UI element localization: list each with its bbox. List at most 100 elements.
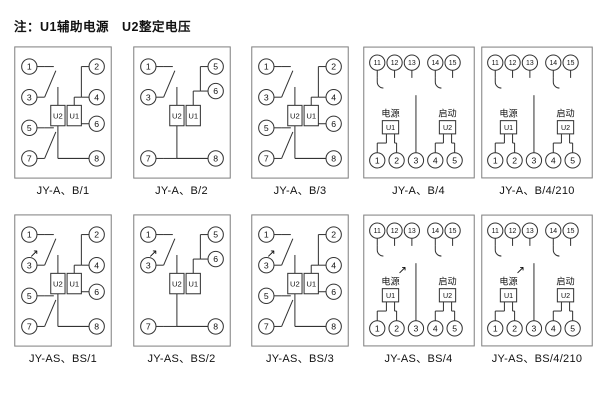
svg-text:U2: U2 — [172, 111, 182, 120]
power-label: 电源 — [499, 108, 517, 119]
wire — [162, 70, 175, 98]
u1-box: U1 — [381, 288, 399, 303]
terminal-5: 5 — [445, 320, 463, 337]
terminal-7: 7 — [258, 150, 275, 167]
u1-box: U1 — [303, 104, 319, 127]
svg-text:11: 11 — [373, 228, 380, 235]
svg-text:7: 7 — [264, 322, 269, 332]
u2-box: U2 — [168, 104, 185, 127]
svg-text:4: 4 — [432, 155, 437, 165]
contact-hook — [552, 77, 560, 89]
svg-text:6: 6 — [331, 287, 336, 297]
terminal-2: 2 — [506, 152, 523, 169]
terminal-15: 15 — [562, 222, 579, 239]
terminal-1: 1 — [368, 320, 385, 337]
u2-box: U2 — [168, 272, 185, 295]
u1-box: U1 — [185, 272, 201, 295]
terminal-14: 14 — [545, 222, 562, 239]
svg-text:8: 8 — [94, 322, 99, 332]
power-label: 电源 — [381, 276, 399, 287]
svg-text:6: 6 — [213, 254, 218, 264]
svg-text:8: 8 — [331, 154, 336, 164]
terminal-7: 7 — [258, 318, 275, 335]
terminal-8: 8 — [207, 150, 224, 167]
terminal-4: 4 — [325, 89, 342, 106]
terminal-1: 1 — [21, 58, 38, 75]
svg-text:12: 12 — [390, 228, 398, 235]
svg-text:8: 8 — [331, 322, 336, 332]
terminal-3: 3 — [139, 89, 156, 106]
svg-text:U1: U1 — [188, 111, 198, 120]
svg-text:U1: U1 — [188, 279, 198, 288]
start-label: 启动 — [556, 108, 574, 119]
manual-reset-arrow-icon: ↗ — [266, 248, 275, 260]
power-label: 电源 — [381, 108, 399, 119]
svg-text:1: 1 — [145, 62, 150, 72]
u1-box: U1 — [499, 288, 518, 303]
svg-text:5: 5 — [264, 291, 269, 301]
svg-text:15: 15 — [567, 228, 575, 235]
terminal-8: 8 — [88, 318, 105, 335]
terminal-8: 8 — [325, 150, 342, 167]
terminal-6: 6 — [207, 82, 224, 100]
diagram-label: JY-A、B/4 — [392, 185, 445, 197]
wire — [44, 131, 57, 159]
terminal-11: 11 — [487, 222, 504, 239]
svg-text:2: 2 — [331, 62, 336, 72]
terminal-11: 11 — [368, 54, 385, 71]
svg-text:11: 11 — [492, 60, 499, 67]
diagram-label: JY-A、B/3 — [273, 185, 327, 197]
svg-text:3: 3 — [145, 260, 150, 270]
svg-text:U2: U2 — [442, 124, 451, 132]
svg-text:6: 6 — [94, 287, 99, 297]
terminal-4: 4 — [426, 152, 443, 169]
svg-text:5: 5 — [27, 291, 32, 301]
svg-text:4: 4 — [331, 260, 336, 270]
terminal-5: 5 — [258, 287, 275, 304]
svg-text:3: 3 — [264, 92, 269, 102]
terminal-6: 6 — [207, 250, 224, 268]
terminal-11: 11 — [368, 222, 385, 239]
svg-text:U1: U1 — [306, 111, 316, 120]
svg-text:5: 5 — [452, 323, 457, 333]
contact-hook — [434, 77, 441, 89]
svg-text:5: 5 — [264, 123, 269, 133]
svg-text:7: 7 — [27, 154, 32, 164]
svg-text:12: 12 — [509, 228, 517, 235]
u1-box: U1 — [66, 104, 82, 127]
svg-text:3: 3 — [264, 260, 269, 270]
u1-box: U1 — [185, 104, 201, 127]
svg-text:7: 7 — [145, 322, 150, 332]
svg-text:U2: U2 — [53, 279, 63, 288]
manual-reset-arrow-icon: ↗ — [397, 264, 406, 276]
svg-text:8: 8 — [213, 322, 218, 332]
svg-text:13: 13 — [526, 228, 534, 235]
svg-text:5: 5 — [213, 62, 218, 72]
terminal-3: 3 — [21, 257, 38, 274]
terminal-5: 5 — [564, 320, 581, 337]
terminal-2: 2 — [387, 152, 405, 169]
terminal-6: 6 — [88, 115, 105, 132]
terminal-14: 14 — [426, 54, 443, 71]
svg-text:5: 5 — [213, 230, 218, 240]
terminal-1: 1 — [487, 152, 504, 169]
svg-text:U1: U1 — [306, 279, 316, 288]
wire — [281, 131, 294, 159]
svg-text:7: 7 — [264, 154, 269, 164]
diagram-label: JY-AS、BS/3 — [265, 353, 334, 365]
terminal-12: 12 — [385, 222, 403, 239]
u2-box: U2 — [438, 288, 456, 303]
manual-reset-arrow-icon: ↗ — [516, 264, 525, 276]
